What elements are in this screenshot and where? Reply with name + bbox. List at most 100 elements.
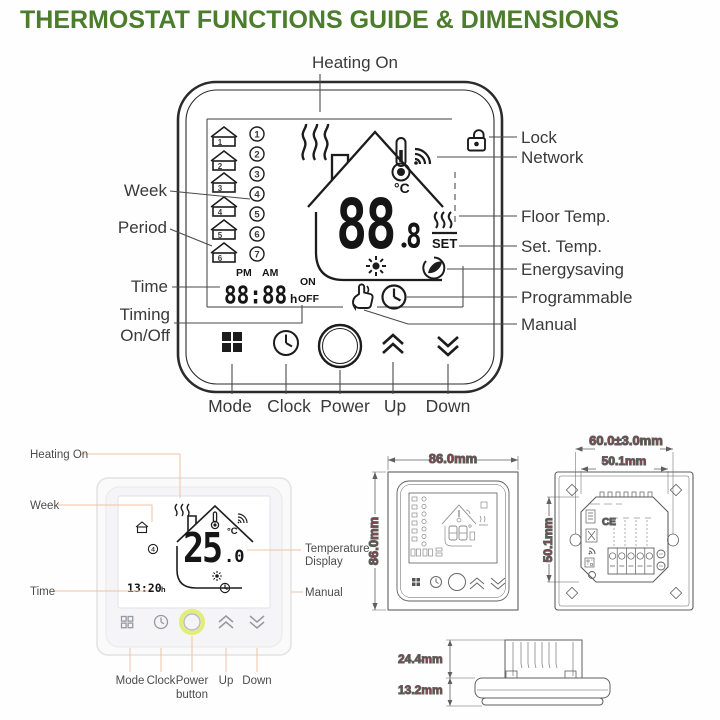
product-power-label-line1: Power bbox=[176, 675, 209, 687]
energysaving-label: Energysaving bbox=[521, 260, 624, 279]
product-time-hour: h bbox=[161, 585, 166, 594]
back-mount-width-value: 60.0±3.0mm bbox=[589, 433, 663, 448]
mode-button-icon bbox=[222, 332, 242, 352]
floor-temp-digit: 8 bbox=[406, 217, 422, 256]
set-temp-icon: SET bbox=[432, 236, 457, 251]
svg-text:8: 8 bbox=[406, 217, 422, 256]
heating-on-icon bbox=[301, 123, 330, 161]
week-number: 1 bbox=[254, 130, 260, 141]
product-temp-display-label-line1: Temperature bbox=[305, 543, 370, 555]
sun-icon bbox=[366, 256, 386, 276]
time-digits: 88:88 bbox=[224, 281, 287, 310]
power-button-icon bbox=[317, 323, 363, 369]
period-label: Period bbox=[118, 218, 167, 237]
mode-small-button bbox=[120, 615, 134, 629]
week-house-small-icon bbox=[135, 521, 149, 534]
side-panel-depth-value: 13.2mm bbox=[398, 683, 443, 697]
timing-label-line2: On/Off bbox=[120, 326, 170, 345]
product-callout-lines bbox=[54, 453, 303, 672]
side-dimensions: 24.4mm 13.2mm bbox=[398, 639, 505, 707]
thermometer-icon bbox=[391, 137, 411, 182]
product-temp-decimal: .0 bbox=[224, 547, 244, 567]
week-number: 4 bbox=[254, 190, 260, 201]
heating-on-small-icon bbox=[174, 503, 190, 517]
front-width-value: 86.0mm bbox=[429, 451, 477, 466]
antenna-icon bbox=[588, 547, 596, 555]
wifi-small-icon bbox=[237, 513, 248, 524]
unit-label: °C bbox=[394, 180, 410, 196]
programmable-icon bbox=[381, 284, 407, 310]
functions-guide-diagram: 1 2 3 4 5 6 1 2 3 4 5 6 7 bbox=[118, 53, 633, 416]
up-button-icon bbox=[382, 333, 404, 354]
manual-icon bbox=[352, 283, 374, 312]
period-number: 1 bbox=[218, 138, 223, 147]
energysaving-icon bbox=[422, 256, 446, 280]
down-small-button bbox=[249, 615, 265, 629]
product-week-label: Week bbox=[30, 500, 59, 512]
product-clock-label: Clock bbox=[147, 675, 176, 687]
network-icon bbox=[414, 147, 432, 165]
week-number: 7 bbox=[254, 250, 259, 261]
period-number: 3 bbox=[218, 184, 223, 193]
back-module-width-dimension: 50.1mm bbox=[580, 453, 669, 494]
product-unit: °C bbox=[227, 526, 238, 537]
period-number: 4 bbox=[218, 208, 223, 217]
module-teeth bbox=[599, 491, 653, 498]
down-button-label: Down bbox=[426, 396, 471, 416]
back-module-octagon bbox=[580, 496, 669, 583]
clock-button-icon bbox=[273, 330, 299, 356]
back-mount-width-dimension: 60.0±3.0mm bbox=[575, 432, 674, 534]
back-module-height-value: 50.1mm bbox=[541, 518, 555, 563]
am-label: AM bbox=[262, 267, 279, 279]
front-height-value: 86.0mm bbox=[366, 517, 381, 565]
hour-suffix: h bbox=[290, 292, 297, 306]
svg-text:88:88: 88:88 bbox=[224, 281, 287, 310]
week-number-small-icon bbox=[147, 543, 159, 555]
product-buttons bbox=[120, 608, 265, 636]
network-label: Network bbox=[521, 148, 584, 167]
down-button-icon bbox=[437, 336, 459, 357]
product-up-label: Up bbox=[219, 675, 234, 687]
product-week-number: 4 bbox=[151, 547, 155, 554]
product-time: 13:20 bbox=[127, 581, 162, 595]
up-small-button bbox=[218, 615, 234, 629]
programmable-label: Programmable bbox=[521, 288, 633, 307]
period-number: 5 bbox=[218, 231, 223, 240]
product-render: 4 25 .0 °C 13:20 h bbox=[30, 449, 370, 701]
front-mini-buttons bbox=[412, 573, 506, 591]
floor-temp-icon bbox=[432, 211, 457, 235]
clock-button-label: Clock bbox=[267, 396, 311, 416]
period-icon: 1 bbox=[210, 125, 238, 147]
period-icon: 6 bbox=[210, 241, 238, 263]
period-icon: 2 bbox=[210, 149, 238, 171]
product-manual-label: Manual bbox=[305, 587, 343, 599]
heating-on-label: Heating On bbox=[312, 53, 398, 72]
week-number: 6 bbox=[254, 230, 259, 241]
period-icon: 4 bbox=[210, 195, 238, 217]
period-icon: 5 bbox=[210, 218, 238, 240]
week-label: Week bbox=[124, 181, 168, 200]
clock-small-button bbox=[153, 614, 169, 630]
dimensions-section: 4 25 .0 °C 13:20 h bbox=[30, 432, 694, 707]
side-view-drawing: 24.4mm 13.2mm bbox=[398, 639, 611, 707]
power-small-button bbox=[178, 608, 206, 636]
lock-label: Lock bbox=[521, 128, 557, 147]
period-number: 2 bbox=[218, 162, 223, 171]
product-temp: 25 bbox=[183, 524, 223, 573]
product-temp-display-label-line2: Display bbox=[305, 556, 343, 568]
house-small-icon bbox=[176, 504, 254, 543]
product-lcd bbox=[135, 503, 254, 594]
lcd-zone-frame bbox=[206, 118, 464, 308]
floor-temp-label: Floor Temp. bbox=[521, 207, 610, 226]
timing-label-line1: Timing bbox=[120, 305, 170, 324]
time-label: Time bbox=[131, 277, 168, 296]
svg-text:88: 88 bbox=[336, 185, 395, 265]
temperature-digits: 88 bbox=[336, 185, 397, 265]
reset-button bbox=[588, 571, 596, 579]
sun-small-icon bbox=[212, 571, 222, 581]
timer-on-label: ON bbox=[300, 276, 316, 288]
up-button-label: Up bbox=[384, 396, 406, 416]
back-module-width-value: 50.1mm bbox=[602, 454, 647, 468]
house-icon bbox=[307, 130, 444, 282]
ce-mark: CE bbox=[602, 517, 616, 528]
